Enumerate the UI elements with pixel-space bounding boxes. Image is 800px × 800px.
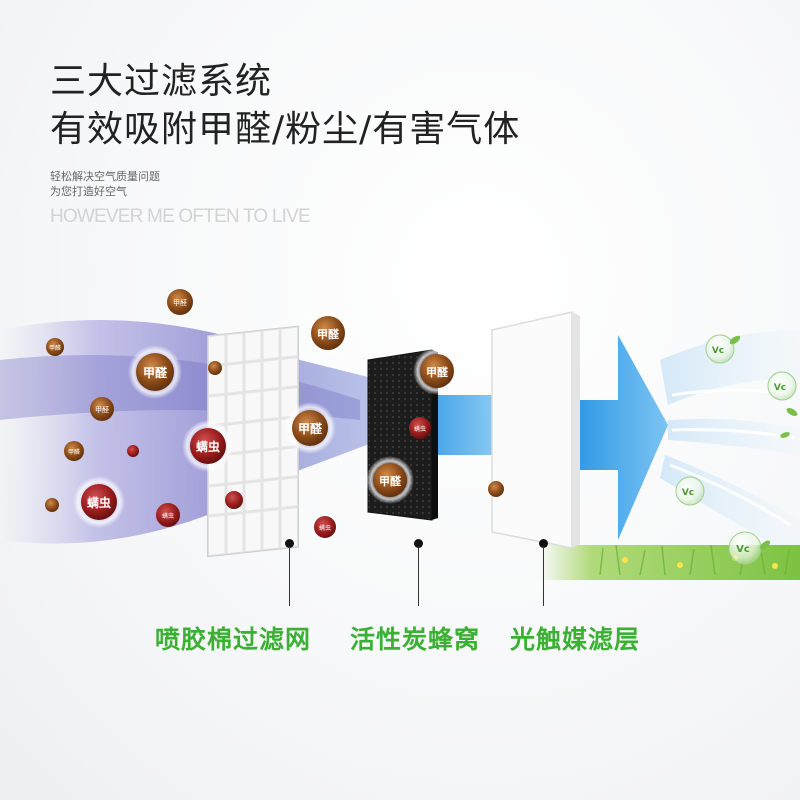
small-mite-particle-icon [127,445,139,457]
svg-text:Vc: Vc [736,544,750,555]
svg-text:Vc: Vc [682,488,694,498]
purified-air-flow [430,395,495,455]
photocatalyst-label: 光触媒滤层 [510,625,641,654]
callout-dot-2 [414,539,423,548]
svg-text:甲醛: 甲醛 [95,405,109,414]
vitamin-c-bubble-icon: Vc [705,334,735,364]
photocatalyst-filter-panel [491,311,580,549]
spray-cotton-filter-label: 喷胶棉过滤网 [155,625,312,654]
svg-text:甲醛: 甲醛 [426,365,449,379]
english-slogan: HOWEVER ME OFTEN TO LIVE [50,206,311,227]
activated-carbon-label: 活性炭蜂窝 [350,625,481,654]
callout-dot-3 [539,539,548,548]
svg-text:甲醛: 甲醛 [143,365,168,380]
formaldehyde-particle-icon: 甲醛 [413,347,461,395]
svg-text:甲醛: 甲醛 [49,344,61,352]
callout-line-1 [289,546,290,606]
small-mite-particle-icon: 螨虫 [156,503,180,527]
headline-line-1: 三大过滤系统 [50,61,273,102]
svg-text:甲醛: 甲醛 [68,448,80,456]
subtext-line-2: 为您打造好空气 [50,185,127,198]
formaldehyde-particle-icon: 甲醛 [284,402,336,454]
vitamin-c-bubble-icon: Vc [675,476,705,506]
callout-line-2 [418,546,419,606]
small-formaldehyde-particle-icon: 甲醛 [46,338,64,356]
small-mite-particle-icon: 螨虫 [409,417,431,439]
leaf-icon [729,335,798,550]
subtext-line-1: 轻松解决空气质量问题 [50,170,160,183]
svg-text:甲醛: 甲醛 [317,327,340,341]
vitamin-c-bubble-icon: Vc [767,371,797,401]
svg-text:甲醛: 甲醛 [173,298,187,307]
svg-text:Vc: Vc [712,346,724,356]
mite-particle-icon: 螨虫 [182,420,234,472]
small-formaldehyde-particle-icon [208,361,222,375]
svg-text:螨虫: 螨虫 [319,524,331,532]
small-mite-particle-icon: 螨虫 [314,516,336,538]
svg-text:螨虫: 螨虫 [414,425,426,433]
svg-text:螨虫: 螨虫 [87,495,111,510]
callout-line-3 [543,546,544,606]
small-formaldehyde-particle-icon [45,498,59,512]
callout-dot-1 [285,539,294,548]
svg-text:螨虫: 螨虫 [162,512,174,520]
small-formaldehyde-particle-icon: 甲醛 [90,397,114,421]
svg-text:Vc: Vc [774,383,786,393]
small-formaldehyde-particle-icon [488,481,504,497]
small-formaldehyde-particle-icon: 甲醛 [167,289,193,315]
svg-text:螨虫: 螨虫 [196,439,220,454]
headline-line-2: 有效吸附甲醛/粉尘/有害气体 [50,109,521,150]
small-mite-particle-icon [225,491,243,509]
formaldehyde-particle-icon: 甲醛 [128,345,182,399]
fresh-air-arrow-icon [575,335,668,540]
small-formaldehyde-particle-icon: 甲醛 [64,441,84,461]
svg-text:甲醛: 甲醛 [298,421,323,436]
formaldehyde-particle-icon: 甲醛 [303,308,353,358]
vitamin-c-bubble-icon: Vc [728,531,762,565]
svg-text:甲醛: 甲醛 [379,474,402,488]
formaldehyde-particle-icon: 甲醛 [366,456,414,504]
mite-particle-icon: 螨虫 [73,476,125,528]
